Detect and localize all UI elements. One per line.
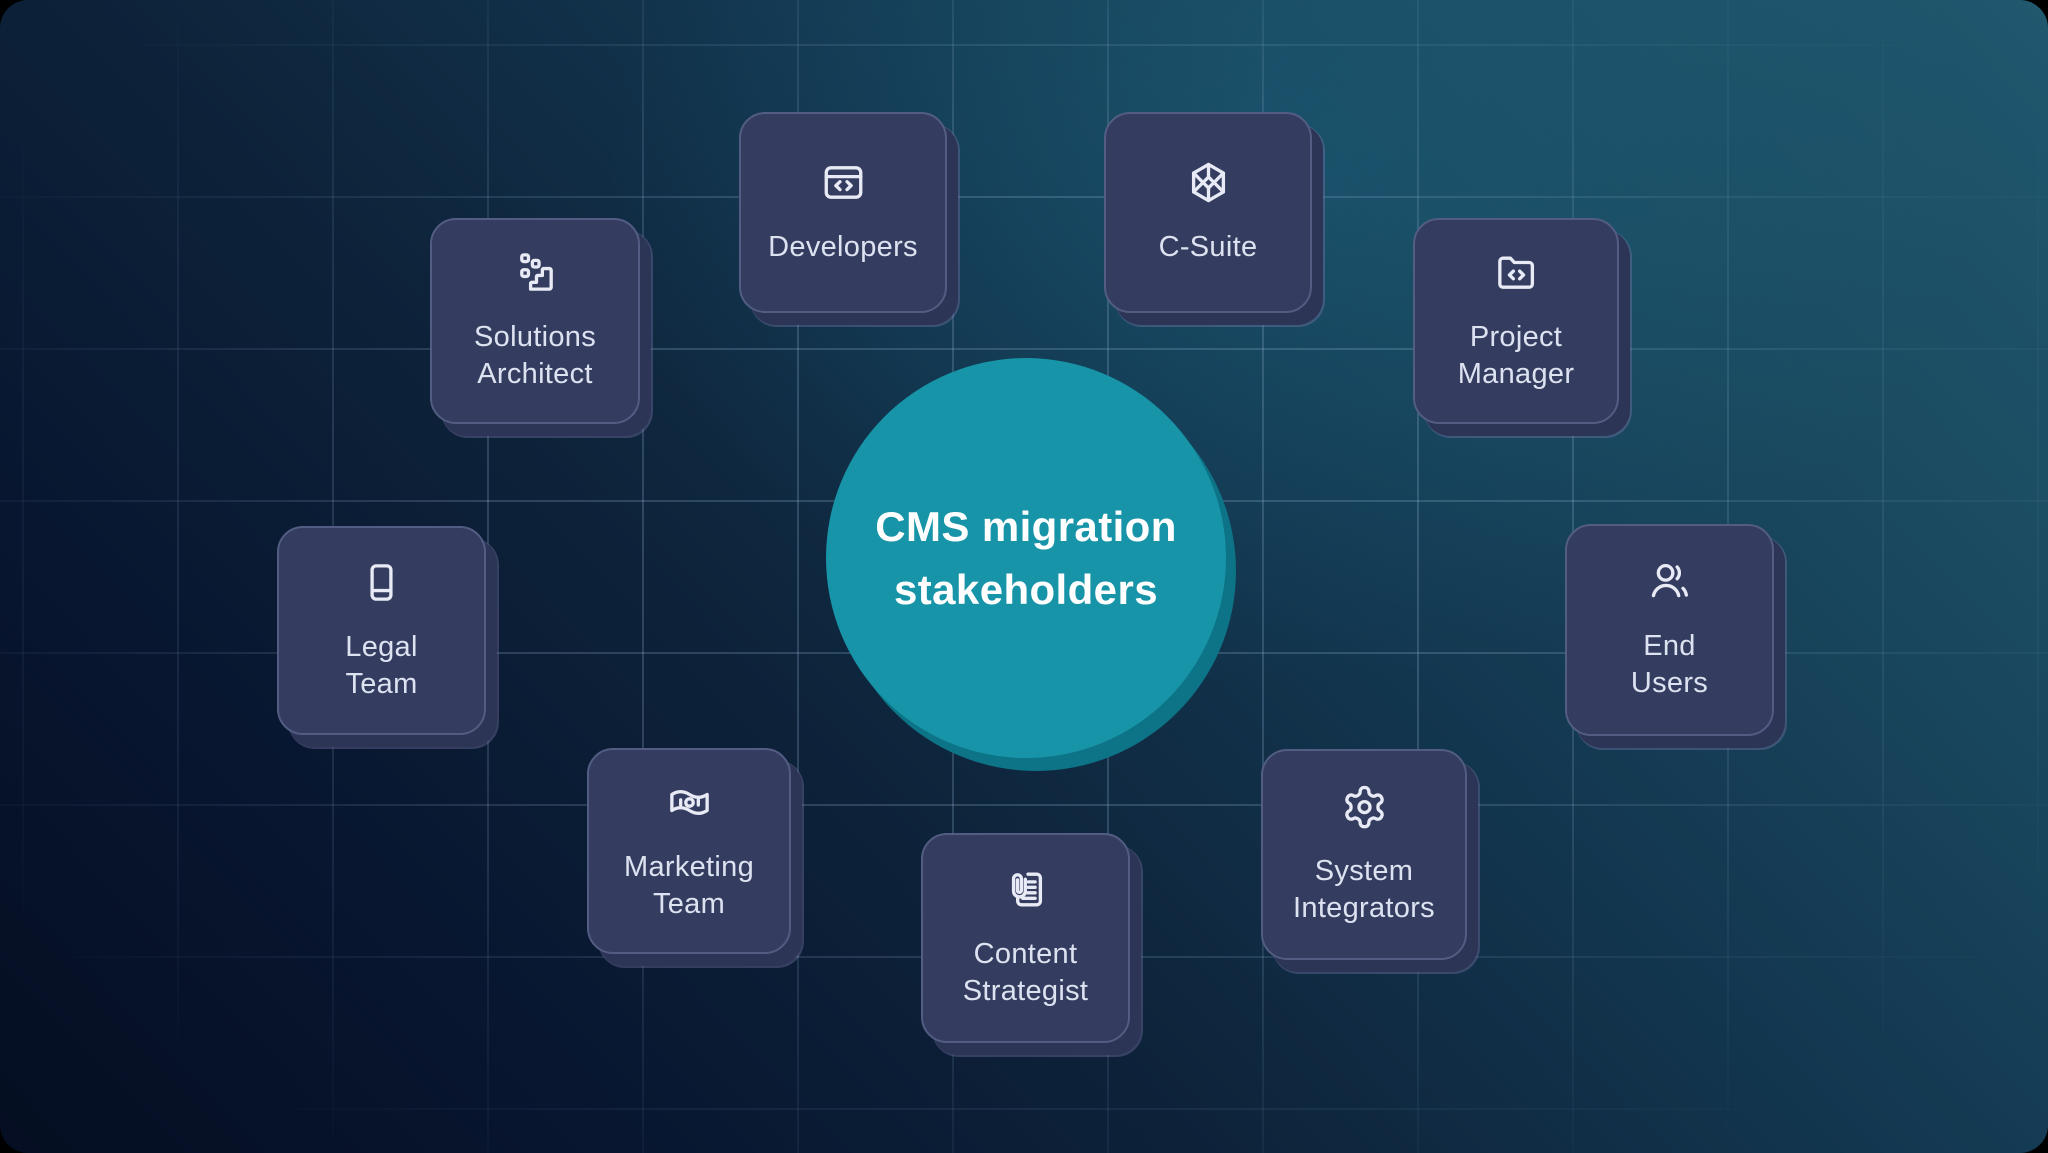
card-label: Developers [768,231,918,264]
center-circle: CMS migration stakeholders [826,358,1226,758]
card-label: Solutions Architect [474,321,596,390]
card-system-integrators: System Integrators [1261,749,1467,960]
card-label: Project Manager [1457,321,1575,390]
card-end-users: End Users [1565,524,1774,736]
card-label: End Users [1630,630,1709,699]
card-label: Content Strategist [962,938,1089,1007]
document-paperclip-icon [1002,866,1049,913]
card-legal-team: Legal Team [277,526,486,735]
gear-icon [1341,783,1388,830]
card-c-suite: C-Suite [1104,112,1312,313]
browser-code-icon [820,159,867,206]
card-label: Legal Team [345,630,418,700]
card-project-manager: Project Manager [1413,218,1619,424]
card-label: C-Suite [1158,231,1258,264]
pixel-blocks-stairs-icon [512,249,559,296]
card-solutions-architect: Solutions Architect [430,218,640,424]
diagram-title: CMS migration stakeholders [875,503,1177,613]
book-icon [358,559,405,606]
folder-code-icon [1493,249,1540,296]
card-marketing-team: Marketing Team [587,748,791,954]
card-content-strategist: Content Strategist [921,833,1130,1043]
card-label: Marketing Team [623,851,755,920]
banknote-icon [666,779,713,826]
card-label: System Integrators [1293,854,1435,924]
users-icon [1646,558,1693,605]
card-developers: Developers [739,112,947,313]
cube-wireframe-icon [1185,159,1232,206]
